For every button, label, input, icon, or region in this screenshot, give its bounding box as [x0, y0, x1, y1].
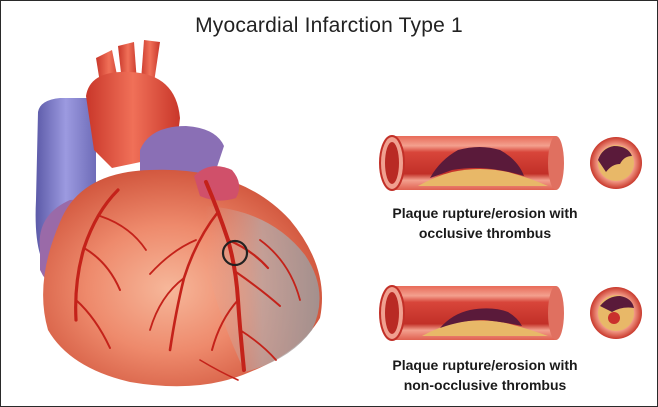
artery-longitudinal-section-non-occlusive	[380, 286, 564, 340]
caption-non-occlusive-line2: non-occlusive thrombus	[335, 375, 635, 395]
non-occlusive-panel	[380, 286, 642, 340]
caption-non-occlusive-line1: Plaque rupture/erosion with	[335, 355, 635, 375]
heart-illustration	[36, 40, 322, 386]
caption-occlusive-line1: Plaque rupture/erosion with	[335, 203, 635, 223]
artery-cross-section-non-occlusive	[590, 287, 642, 339]
left-atrial-appendage	[194, 166, 239, 200]
caption-non-occlusive: Plaque rupture/erosion with non-occlusiv…	[335, 355, 635, 395]
caption-occlusive: Plaque rupture/erosion with occlusive th…	[335, 203, 635, 243]
artery-cross-section-occlusive	[590, 137, 642, 189]
artery-longitudinal-section-occlusive	[380, 136, 564, 190]
occlusive-panel	[380, 136, 642, 190]
caption-occlusive-line2: occlusive thrombus	[335, 223, 635, 243]
